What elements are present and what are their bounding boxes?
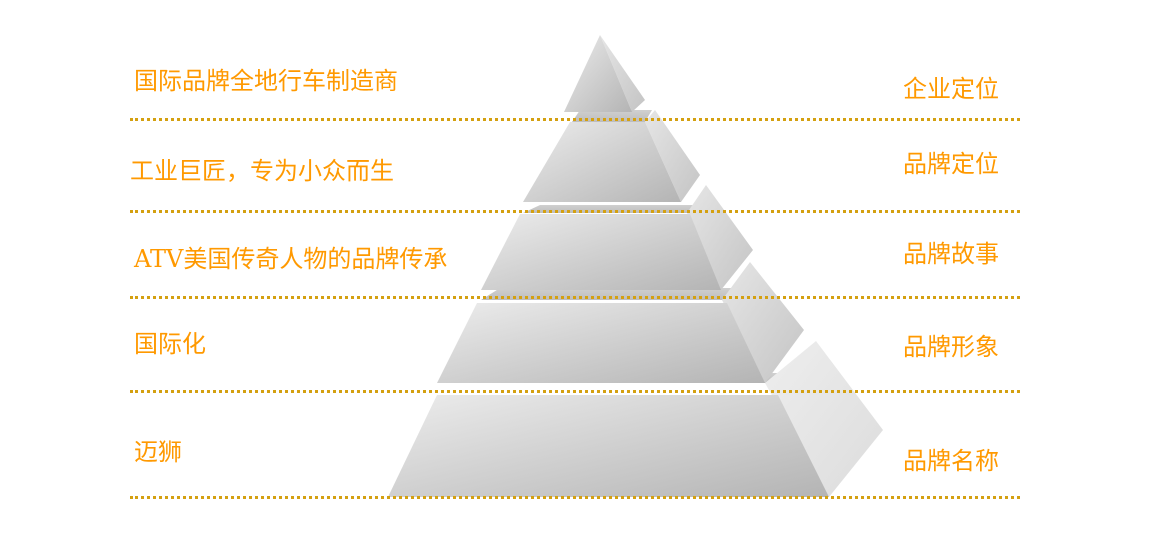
divider-line-4 [130,390,1020,393]
layer-3-category: 品牌故事 [903,240,999,268]
layer-2-description: 工业巨匠，专为小众而生 [130,157,394,185]
layer-3-description: ATV美国传奇人物的品牌传承 [134,245,448,273]
pyramid-layer-2 [523,110,700,202]
layer-1-description: 国际品牌全地行车制造商 [134,67,398,95]
divider-line-1 [130,118,1020,121]
layer-5-category: 品牌名称 [903,447,999,475]
pyramid-layer-1 [564,35,645,112]
layer-4-category: 品牌形象 [903,333,999,361]
divider-line-5 [130,496,1020,499]
layer-1-category: 企业定位 [903,75,999,103]
divider-line-2 [130,210,1020,213]
layer-2-category: 品牌定位 [903,150,999,178]
layer-4-description: 国际化 [134,330,206,358]
divider-line-3 [130,296,1020,299]
layer-5-description: 迈狮 [134,438,182,466]
